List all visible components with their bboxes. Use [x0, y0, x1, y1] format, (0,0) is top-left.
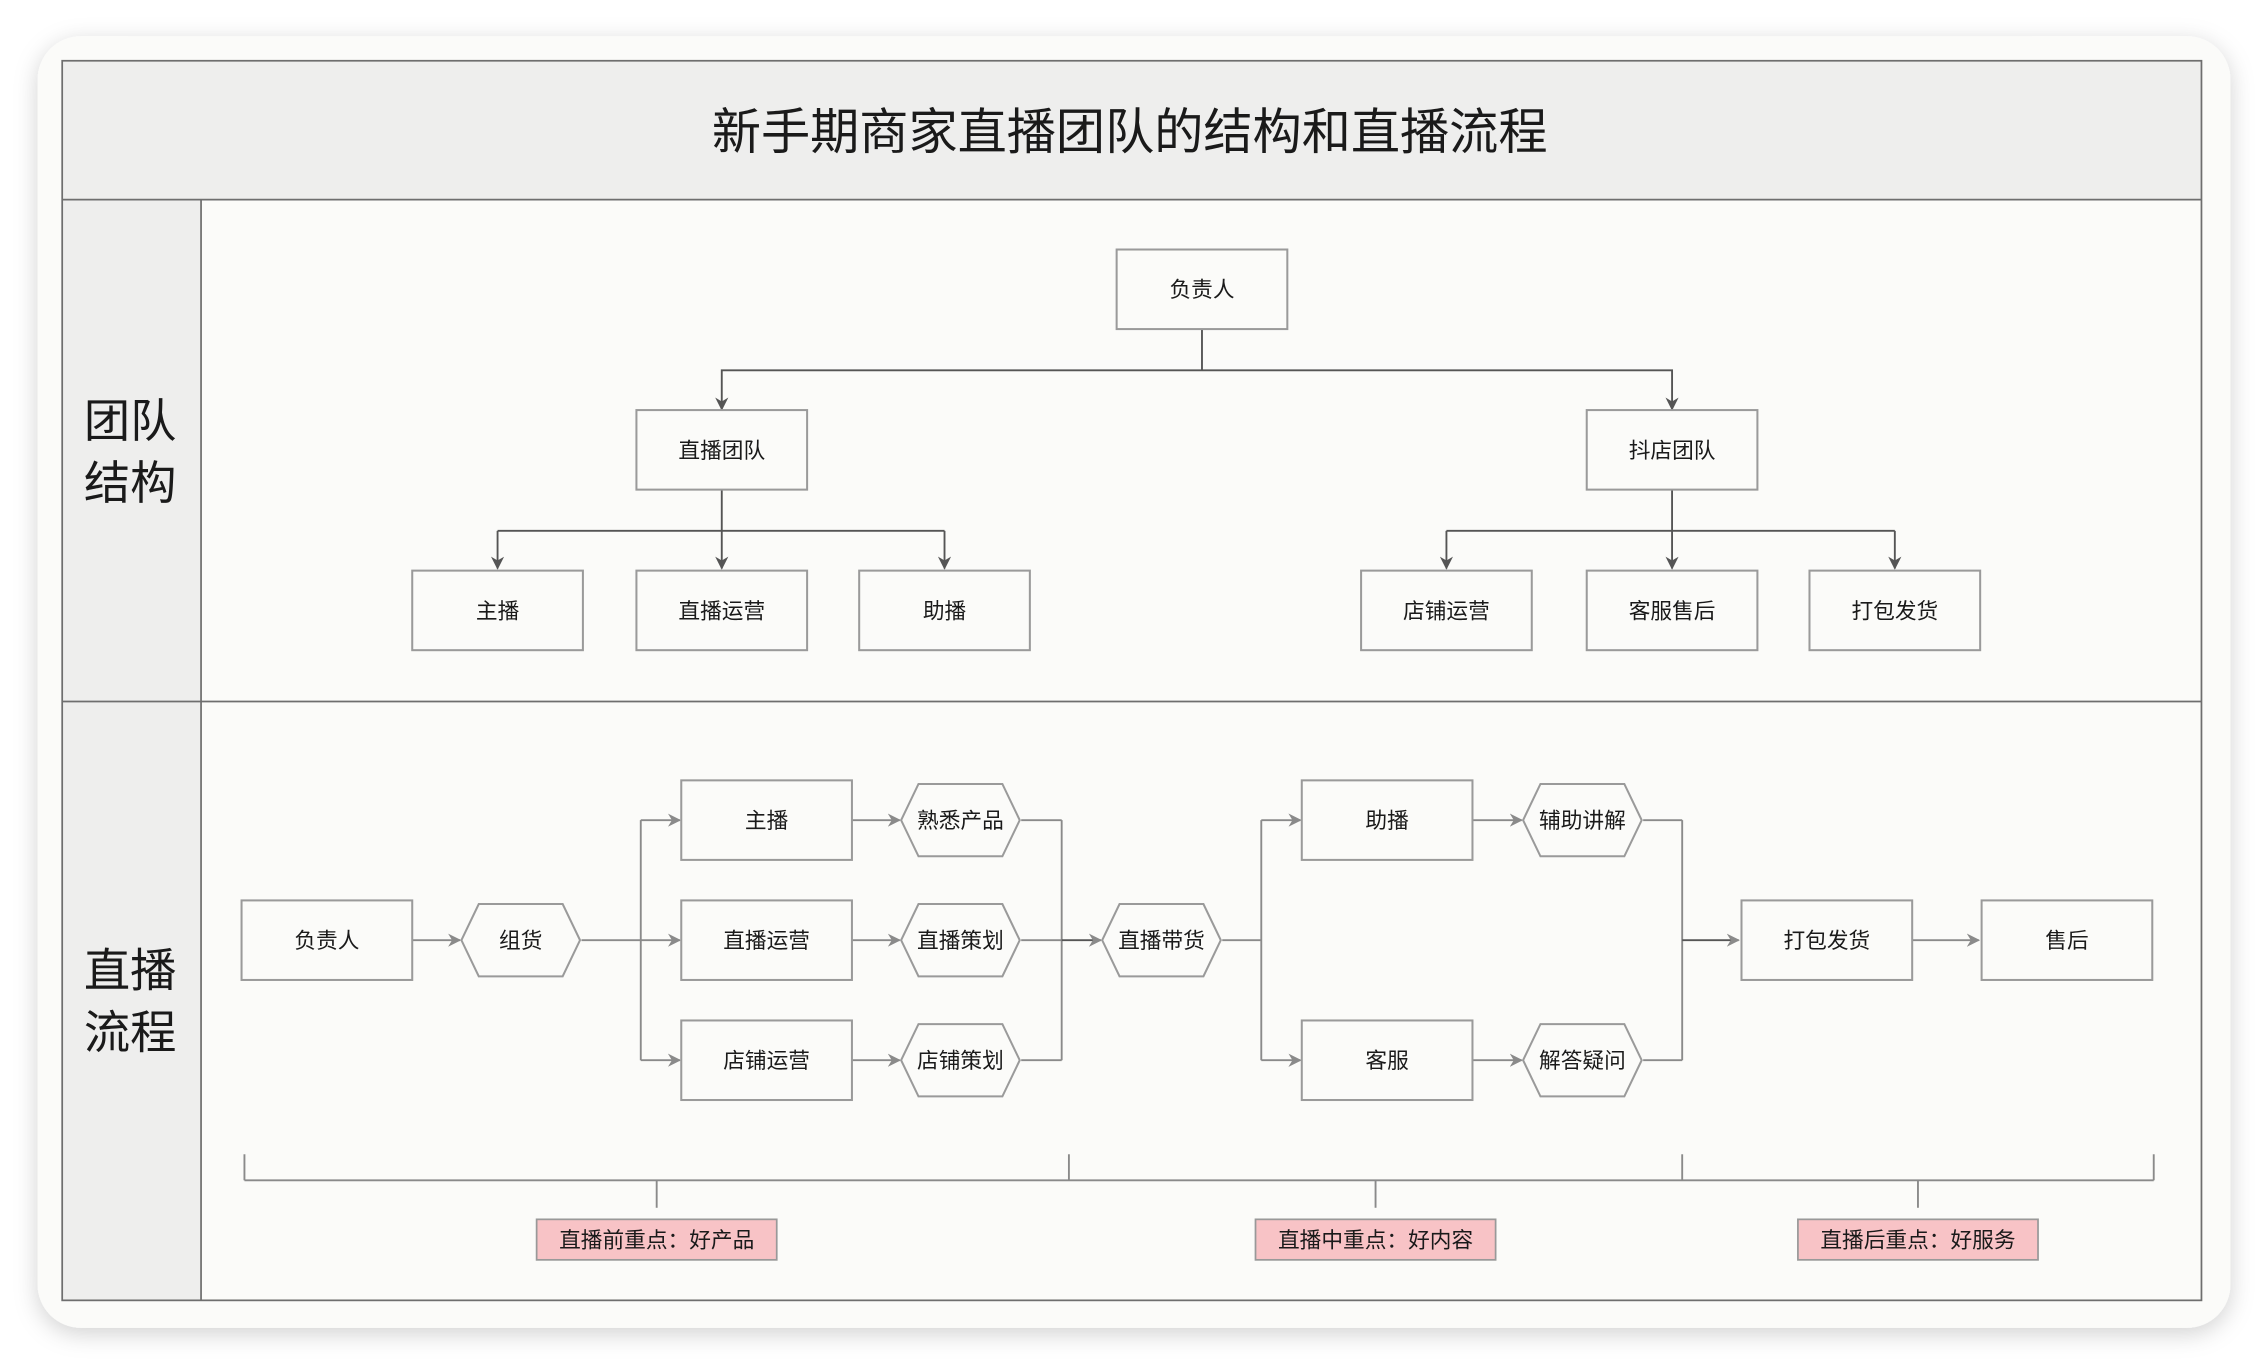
flow-task-node[interactable]: [900, 1023, 1021, 1098]
phase-note-label: 直播中重点：好内容: [1278, 1229, 1473, 1254]
flow-role-node[interactable]: [1300, 779, 1474, 861]
lane-label-flow-line1: 直播: [84, 943, 177, 997]
org-member-node-label: 助播: [923, 599, 967, 624]
org-member-node[interactable]: [1360, 569, 1533, 652]
flow-role-node-label: 主播: [745, 809, 789, 834]
flow-task-node-label: 解答疑问: [1539, 1049, 1626, 1074]
flow-merge-node-label: 直播带货: [1118, 929, 1205, 954]
flow-role-node-label: 助播: [1365, 809, 1409, 834]
phase-note: [535, 1218, 778, 1261]
outer-frame: [61, 59, 2203, 1302]
phase-note-label: 直播前重点：好产品: [559, 1229, 754, 1254]
org-member-node-label: 直播运营: [678, 599, 765, 624]
page-title: 新手期商家直播团队的结构和直播流程: [712, 103, 1548, 161]
flow-role-node-label: 客服: [1365, 1049, 1409, 1074]
org-team-node[interactable]: [635, 409, 809, 491]
lane-label-column-2: [62, 701, 202, 1301]
flow-role-node[interactable]: [680, 899, 853, 981]
flow-start-node[interactable]: [240, 899, 414, 981]
org-root-node[interactable]: [1115, 248, 1289, 331]
flow-ship-node[interactable]: [1740, 899, 1914, 981]
org-member-node[interactable]: [411, 569, 584, 652]
org-root-node-label: 负责人: [1169, 278, 1234, 303]
flow-step-node-label: 组货: [499, 929, 542, 954]
card: [37, 36, 2231, 1328]
flow-task-node-label: 辅助讲解: [1539, 809, 1626, 834]
flow-task-node-label: 熟悉产品: [917, 809, 1004, 834]
phase-note-label: 直播后重点：好服务: [1820, 1229, 2015, 1254]
phase-note: [1797, 1218, 2039, 1261]
connector-arrow: [1201, 369, 1679, 411]
flow-role-node-label: 店铺运营: [723, 1049, 810, 1074]
org-member-node-label: 店铺运营: [1403, 599, 1490, 624]
flow-after-node[interactable]: [1980, 899, 2154, 981]
lane-label-flow-line2: 流程: [84, 1006, 177, 1060]
flow-task-node[interactable]: [900, 782, 1021, 858]
flow-task-node[interactable]: [1521, 1023, 1643, 1098]
flow-role-node[interactable]: [680, 779, 853, 861]
connector-arrow: [715, 369, 1202, 411]
org-team-node[interactable]: [1585, 409, 1759, 491]
flow-step-node[interactable]: [460, 903, 582, 978]
org-member-node-label: 打包发货: [1851, 599, 1938, 624]
lane-label-team-line2: 结构: [84, 456, 177, 510]
flow-ship-node-label: 打包发货: [1783, 929, 1870, 954]
flow-task-node-label: 直播策划: [917, 929, 1004, 954]
org-member-node[interactable]: [635, 569, 809, 652]
flow-task-node[interactable]: [900, 903, 1021, 978]
org-team-node-label: 抖店团队: [1629, 439, 1716, 464]
phase-note: [1254, 1218, 1497, 1261]
flow-task-node[interactable]: [1521, 782, 1643, 858]
flow-merge-node[interactable]: [1101, 903, 1222, 978]
org-team-node-label: 直播团队: [678, 439, 765, 464]
org-member-node[interactable]: [1808, 569, 1982, 652]
org-member-node-label: 主播: [476, 599, 520, 624]
flow-start-node-label: 负责人: [294, 929, 359, 954]
flow-role-node-label: 直播运营: [723, 929, 810, 954]
flow-after-node-label: 售后: [2045, 929, 2088, 954]
flow-role-node[interactable]: [1300, 1019, 1474, 1102]
lane-label-column-1: [62, 199, 202, 702]
org-member-node-label: 客服售后: [1629, 599, 1716, 624]
lane-label-team-line1: 团队: [84, 394, 177, 448]
flow-role-node[interactable]: [680, 1019, 853, 1102]
org-member-node[interactable]: [858, 569, 1031, 652]
title-band: [62, 60, 2202, 200]
flow-task-node-label: 店铺策划: [917, 1049, 1004, 1074]
org-member-node[interactable]: [1585, 569, 1759, 652]
